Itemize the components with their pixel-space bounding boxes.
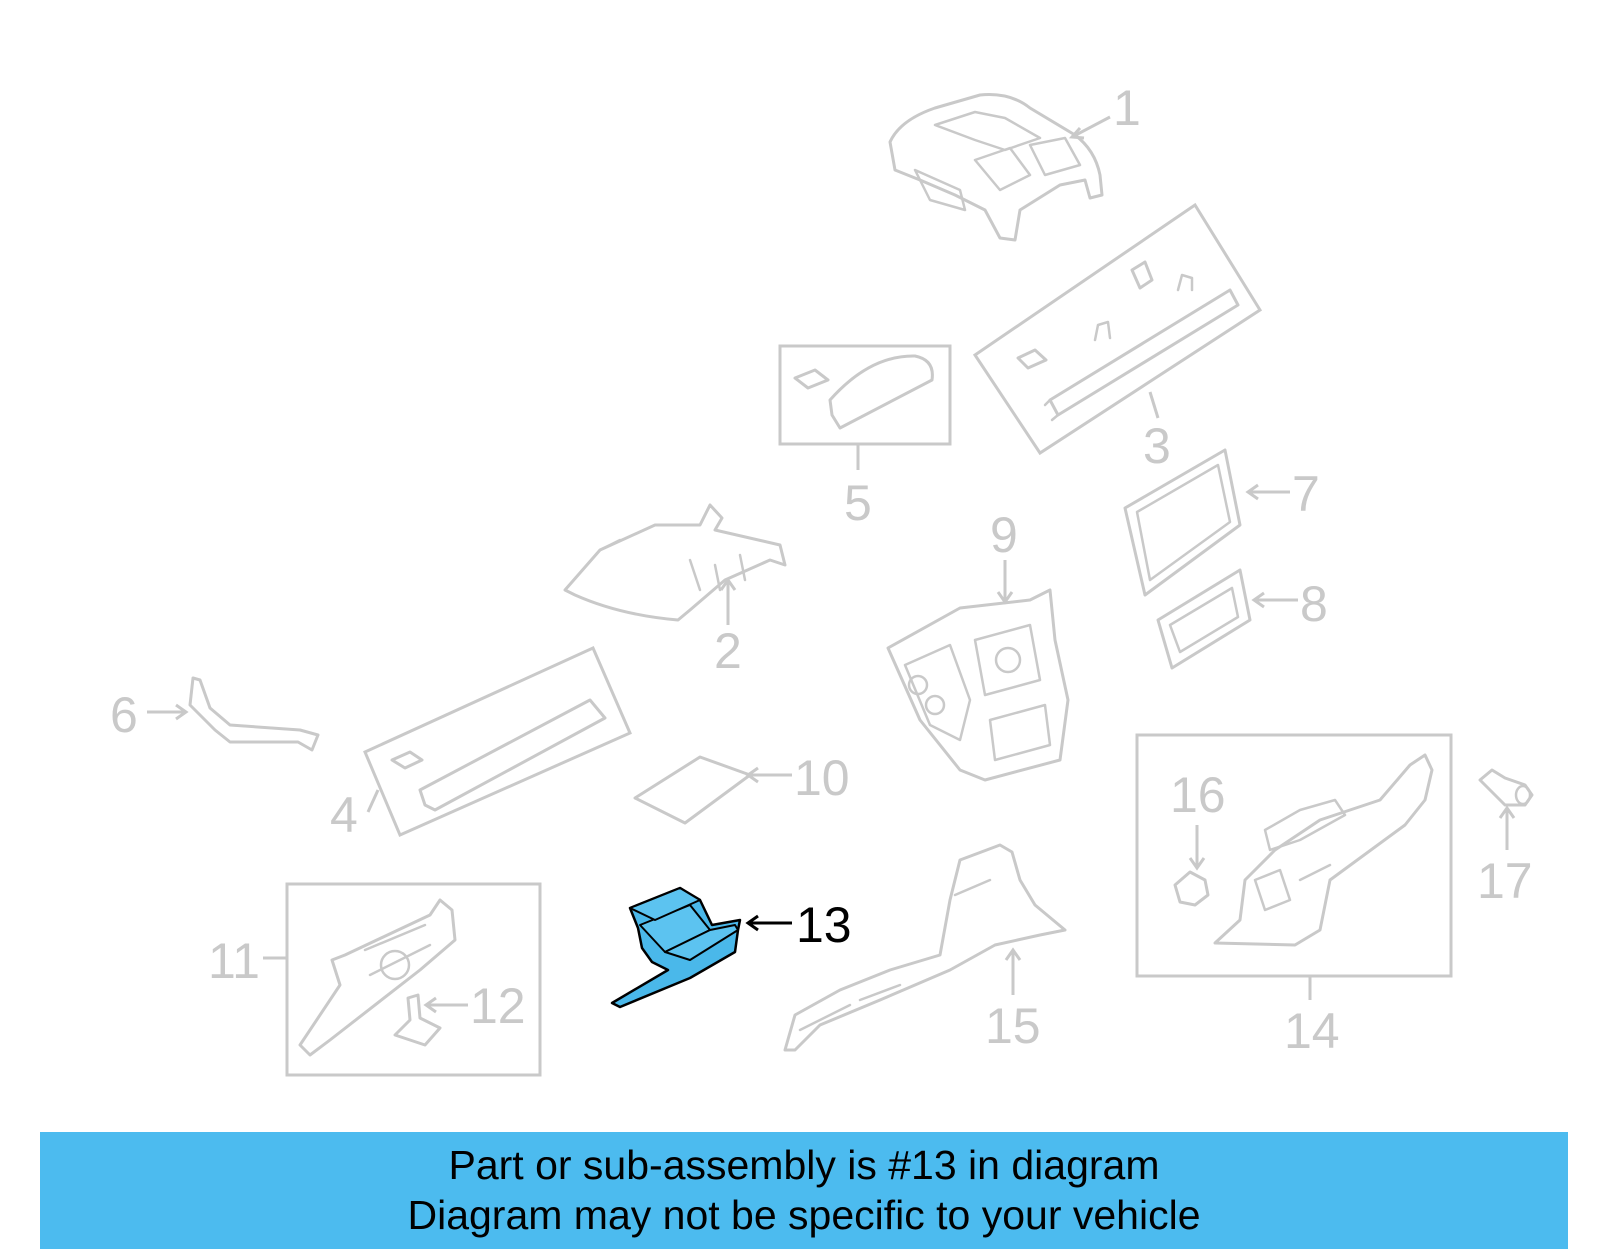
part-3-trim-panel <box>972 202 1263 456</box>
parts-diagram: 1 3 5 7 8 <box>110 80 1534 1077</box>
callout-label-5: 5 <box>844 475 872 531</box>
part-7-panel <box>1123 448 1242 597</box>
callout-label-8: 8 <box>1300 576 1328 632</box>
callout-5: 5 <box>844 444 872 531</box>
part-9-bracket <box>886 588 1070 782</box>
callout-4: 4 <box>330 787 380 843</box>
banner-line-disclaimer: Diagram may not be specific to your vehi… <box>407 1192 1201 1238</box>
callout-1: 1 <box>1068 80 1141 140</box>
callout-3: 3 <box>1143 391 1171 474</box>
callout-label-9: 9 <box>990 507 1018 563</box>
callout-13: 13 <box>745 897 852 953</box>
callout-label-4: 4 <box>330 787 358 843</box>
part-5-trim-piece <box>778 344 952 446</box>
callout-14: 14 <box>1284 976 1340 1059</box>
callout-label-17: 17 <box>1477 853 1533 909</box>
callout-label-3: 3 <box>1143 418 1171 474</box>
callout-9: 9 <box>990 507 1018 605</box>
callout-label-12: 12 <box>470 978 526 1034</box>
part-17-fastener <box>1478 768 1534 807</box>
part-2-dash-bracket <box>563 503 787 622</box>
callout-label-11: 11 <box>208 933 260 989</box>
callout-8: 8 <box>1251 576 1328 632</box>
callout-2: 2 <box>714 577 742 679</box>
callout-16: 16 <box>1170 767 1226 871</box>
callout-label-15: 15 <box>985 998 1041 1054</box>
part-10-pad <box>633 755 752 825</box>
part-14-glove-box <box>1135 733 1453 978</box>
part-4-trim-panel <box>363 646 632 837</box>
callout-label-10: 10 <box>794 750 850 806</box>
callout-15: 15 <box>985 947 1041 1054</box>
banner-line-part-number: Part or sub-assembly is #13 in diagram <box>448 1142 1160 1188</box>
part-8-bezel <box>1156 568 1252 670</box>
part-16-clip <box>1173 870 1210 907</box>
callout-10: 10 <box>745 750 850 806</box>
part-info-banner: Part or sub-assembly is #13 in diagram D… <box>40 1132 1568 1249</box>
callout-11: 11 <box>208 933 287 989</box>
part-15-side-trim <box>783 843 1067 1052</box>
callout-label-14: 14 <box>1284 1003 1340 1059</box>
callout-label-16: 16 <box>1170 767 1226 823</box>
part-1-vent-bezel <box>888 93 1104 242</box>
callout-label-7: 7 <box>1292 466 1320 522</box>
callout-label-6: 6 <box>110 687 138 743</box>
part-6-bracket <box>188 676 320 752</box>
callout-label-1: 1 <box>1113 80 1141 136</box>
callout-17: 17 <box>1477 805 1533 909</box>
part-11-glove-box-door <box>285 882 542 1077</box>
callout-12: 12 <box>423 978 526 1034</box>
part-12-clip <box>393 993 442 1047</box>
callout-7: 7 <box>1245 466 1320 522</box>
callout-label-13: 13 <box>796 897 852 953</box>
callout-label-2: 2 <box>714 623 742 679</box>
part-13-highlighted <box>610 886 742 1009</box>
callout-6: 6 <box>110 687 189 743</box>
